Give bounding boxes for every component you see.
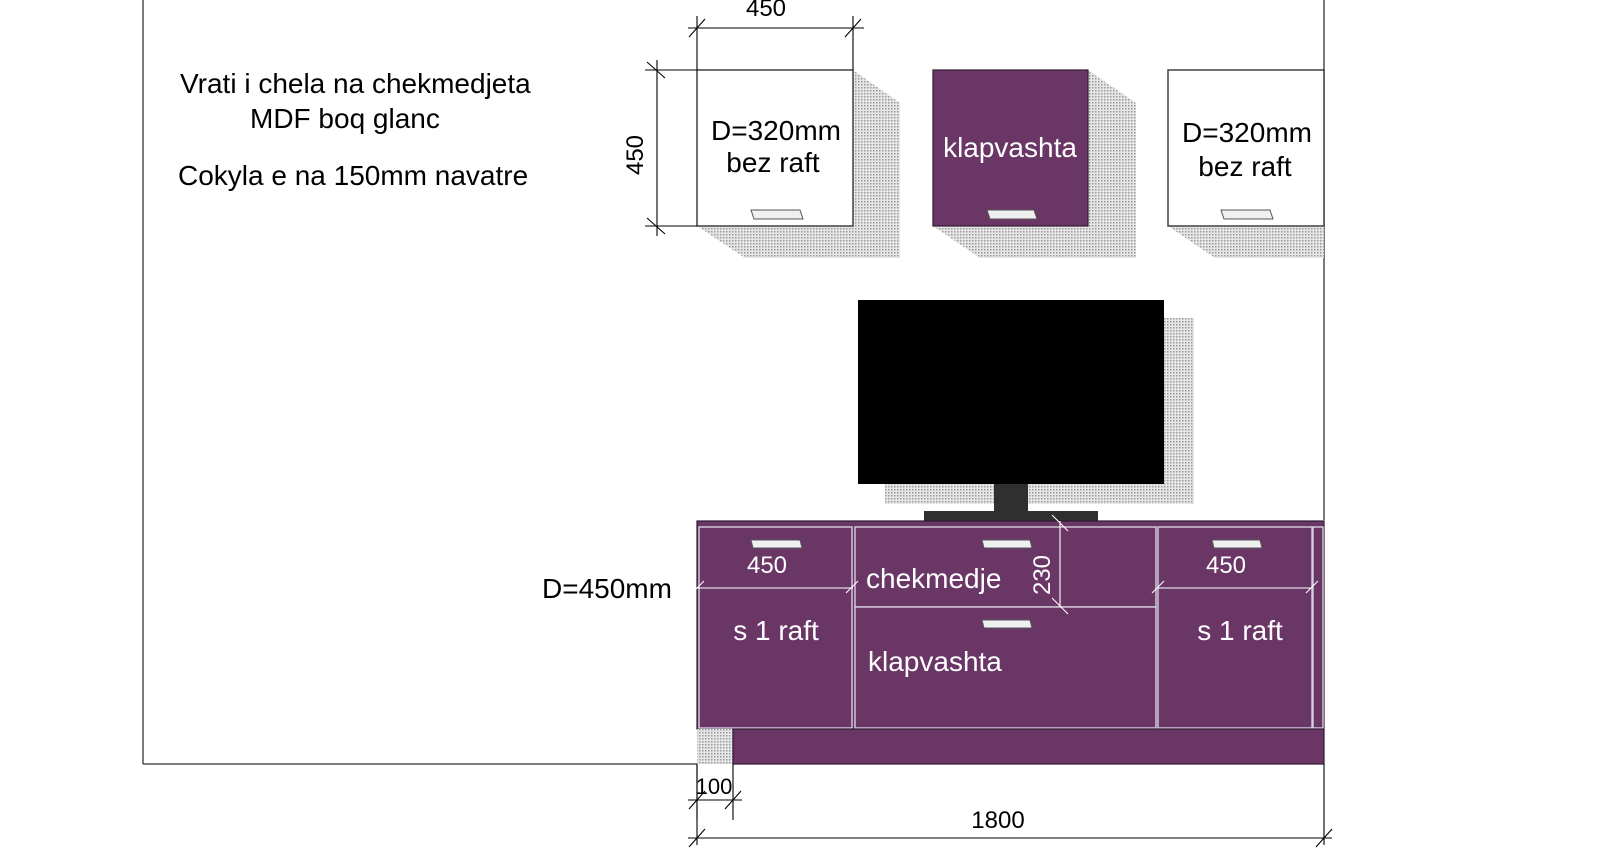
plinth-board: [732, 728, 1325, 765]
base-unit: 450 s 1 raft chekmedje 230 klapvashta 45…: [691, 514, 1325, 730]
handle-icon: [1211, 539, 1263, 549]
handle-icon: [750, 539, 803, 549]
upper-right-depth: D=320mm: [1182, 117, 1312, 148]
tv: [858, 300, 1194, 521]
left-door-label: s 1 raft: [733, 615, 819, 646]
upper-left-depth: D=320mm: [711, 115, 841, 146]
upper-middle-label: klapvashta: [943, 132, 1077, 163]
drawer-height-dimension: 230: [1029, 514, 1069, 615]
upper-cabinet-middle: klapvashta: [932, 69, 1089, 227]
upper-width-dimension: 450: [688, 0, 864, 70]
plinth-setback-dimension: 100: [688, 764, 742, 820]
upper-right-shadow: [1168, 226, 1324, 258]
handle-icon: [986, 209, 1038, 220]
handle-icon: [1220, 209, 1274, 220]
plinth-recess: [697, 729, 733, 764]
upper-middle-shadow: [933, 70, 1136, 258]
handle-icon: [981, 539, 1033, 549]
upper-left-shadow: [697, 70, 900, 258]
tv-screen: [858, 300, 1164, 484]
upper-cabinet-right: D=320mm bez raft: [1167, 69, 1325, 227]
total-width-value: 1800: [971, 807, 1024, 834]
base-depth-label: D=450mm: [542, 573, 672, 604]
note-plinth: Cokyla e na 150mm navatre: [178, 160, 528, 191]
left-door-dimension: 450: [691, 552, 859, 594]
tv-stand-base: [924, 511, 1098, 521]
right-door-width-value: 450: [1206, 552, 1246, 579]
plinth-setback-value: 100: [696, 774, 733, 799]
base-end-panel: [1312, 526, 1324, 729]
base-right-door: [1157, 526, 1313, 729]
tv-stand-neck: [994, 484, 1028, 511]
right-door-label: s 1 raft: [1197, 615, 1283, 646]
upper-height-value: 450: [622, 135, 649, 175]
right-door-dimension: 450: [1151, 552, 1319, 594]
handle-icon: [981, 619, 1033, 629]
upper-cabinet-left: D=320mm bez raft: [696, 69, 854, 227]
total-width-dimension: 1800: [688, 764, 1333, 848]
handle-icon: [750, 209, 804, 220]
upper-width-value: 450: [746, 0, 786, 22]
flap-label: klapvashta: [868, 646, 1002, 677]
note-doors-fronts: Vrati i chela na chekmedjeta: [180, 68, 531, 99]
drawer-height-value: 230: [1029, 555, 1056, 595]
plinth: [697, 728, 1325, 765]
base-left-door: [698, 526, 853, 729]
upper-left-shelf-note: bez raft: [726, 147, 820, 178]
drawer-label: chekmedje: [866, 563, 1001, 594]
upper-right-shelf-note: bez raft: [1198, 151, 1292, 182]
left-door-width-value: 450: [747, 552, 787, 579]
note-material: MDF boq glanc: [250, 103, 440, 134]
upper-height-dimension: 450: [622, 60, 697, 236]
